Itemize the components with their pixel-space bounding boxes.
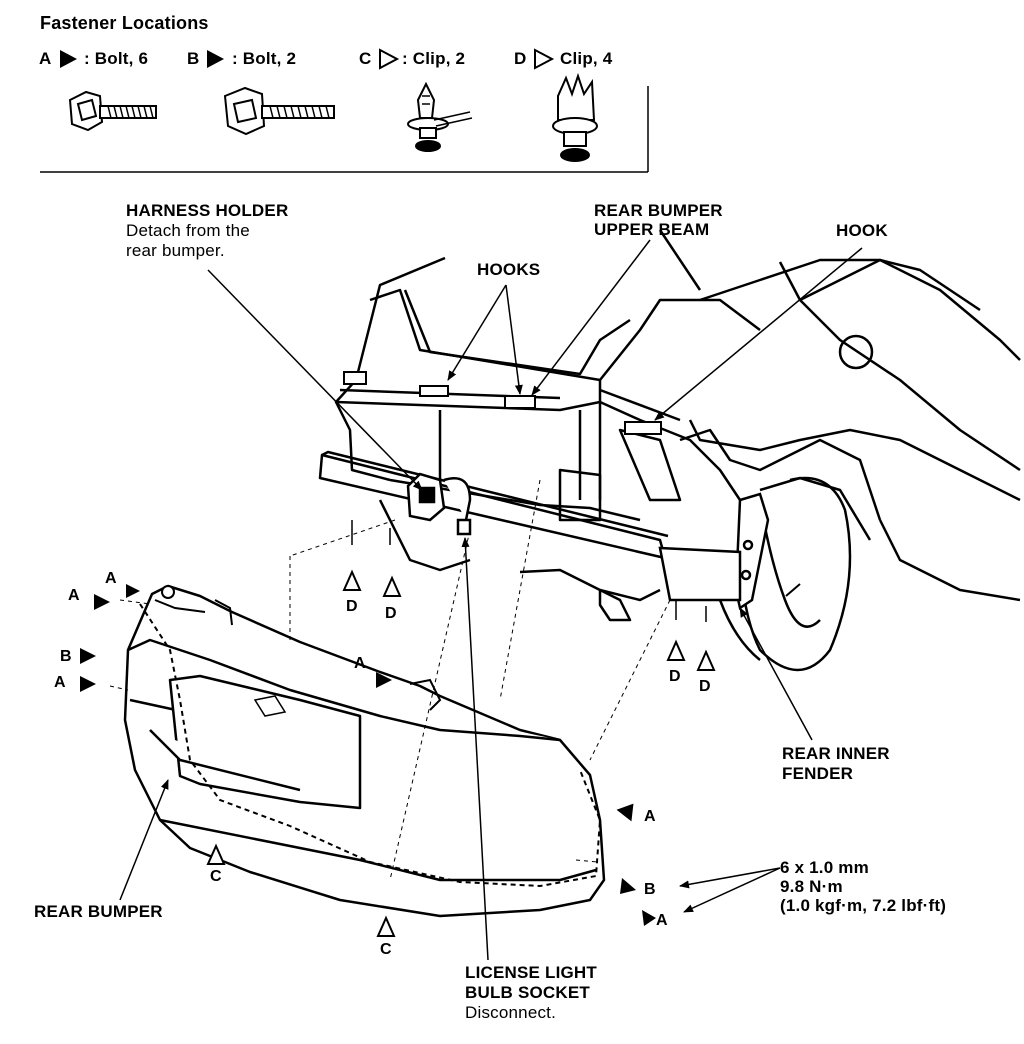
solid-triangle-icon-a — [60, 50, 77, 68]
torque-spec-2: 9.8 N·m — [780, 877, 843, 896]
legend-letter-d: D — [514, 49, 527, 68]
marker-c-label-2: C — [380, 941, 392, 958]
alignment-lines — [109, 479, 671, 881]
marker-c-label-1: C — [210, 868, 222, 885]
hook-tabs — [343, 371, 662, 435]
marker-d-triangle-2 — [382, 575, 402, 597]
marker-a-label-6: A — [656, 912, 668, 929]
license-socket-label-1: LICENSE LIGHT — [465, 963, 597, 982]
marker-d-triangle-4 — [696, 649, 716, 671]
legend-text-d: Clip, 4 — [560, 49, 613, 68]
marker-d-label-1: D — [346, 598, 358, 615]
marker-a-label-1: A — [105, 570, 117, 587]
bolt-icon-b — [223, 86, 335, 136]
marker-d-triangle-3 — [666, 639, 686, 661]
license-socket-label-2: BULB SOCKET — [465, 983, 590, 1002]
hollow-triangle-icon-d — [534, 48, 555, 70]
marker-b-label-2: B — [644, 881, 656, 898]
inner-fender-bracket — [658, 492, 770, 611]
upper-beam-label-2: UPPER BEAM — [594, 220, 710, 239]
marker-c-triangle-2 — [376, 915, 396, 937]
torque-spec-3: (1.0 kgf·m, 7.2 lbf·ft) — [780, 896, 947, 915]
clip-icon-d — [552, 72, 598, 162]
clip-icon-c — [407, 81, 473, 152]
harness-holder-title: HARNESS HOLDER — [126, 201, 289, 220]
marker-a-label-2: A — [68, 587, 80, 604]
marker-d-label-2: D — [385, 605, 397, 622]
marker-a-label-3: A — [54, 674, 66, 691]
solid-triangle-icon-b — [207, 50, 224, 68]
marker-a-triangle-6 — [642, 910, 656, 926]
marker-a-triangle-5 — [616, 803, 634, 822]
leader-lines — [119, 239, 863, 961]
bolt-icon-a — [68, 90, 157, 132]
marker-a-triangle-1 — [94, 594, 110, 610]
harness-holder-note-2: rear bumper. — [126, 241, 225, 260]
hook-label: HOOK — [836, 221, 888, 240]
legend-letter-b: B — [187, 49, 200, 68]
marker-a-triangle-3 — [80, 676, 96, 692]
rear-bumper-label: REAR BUMPER — [34, 902, 163, 921]
legend-text-c: : Clip, 2 — [402, 49, 466, 68]
bumper-tabs — [154, 599, 442, 711]
hooks-label: HOOKS — [477, 260, 541, 279]
inner-fender-label-2: FENDER — [782, 764, 854, 783]
inner-fender-label-1: REAR INNER — [782, 744, 890, 763]
marker-d-label-3: D — [669, 668, 681, 685]
marker-a-triangle-4 — [376, 672, 392, 688]
marker-b-triangle-1 — [80, 648, 96, 664]
harness-holder — [406, 472, 472, 536]
hollow-triangle-icon-c — [379, 48, 400, 70]
marker-c-triangle-1 — [206, 843, 226, 865]
plate-mark — [253, 695, 287, 717]
bumper-hidden-edge — [139, 603, 602, 888]
marker-b-label-1: B — [60, 648, 72, 665]
marker-a-label-4: A — [354, 655, 366, 672]
rear-bumper — [123, 584, 606, 918]
marker-d-label-4: D — [699, 678, 711, 695]
bolt-hole — [161, 585, 175, 599]
legend-text-b: : Bolt, 2 — [232, 49, 297, 68]
upper-beam-label-1: REAR BUMPER — [594, 201, 723, 220]
torque-spec-1: 6 x 1.0 mm — [780, 858, 869, 877]
marker-a-label-5: A — [644, 808, 656, 825]
legend-letter-a: A — [39, 49, 52, 68]
legend-text-a: : Bolt, 6 — [84, 49, 149, 68]
harness-holder-note-1: Detach from the — [126, 221, 250, 240]
marker-a-triangle-2 — [126, 584, 140, 598]
license-socket-note: Disconnect. — [465, 1003, 557, 1022]
marker-b-triangle-2 — [620, 878, 636, 894]
marker-d-triangle-1 — [342, 569, 362, 591]
legend-title: Fastener Locations — [40, 13, 209, 33]
legend-letter-c: C — [359, 49, 372, 68]
